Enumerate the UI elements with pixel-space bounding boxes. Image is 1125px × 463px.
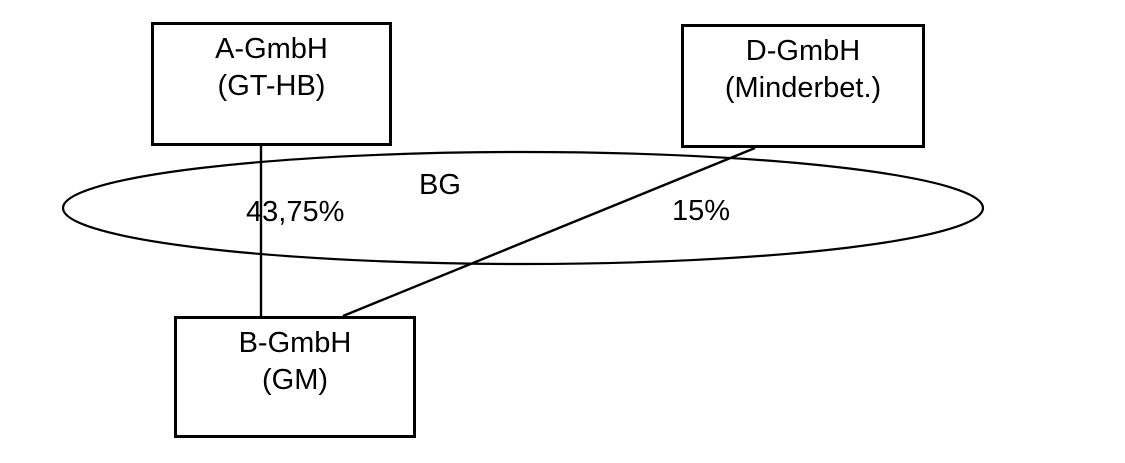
entity-role-a-gmbh: (GT-HB) <box>217 70 326 103</box>
share-label-d-to-b: 15% <box>672 195 731 227</box>
entity-name-a-gmbh: A-GmbH <box>215 33 328 65</box>
bg-group-ellipse <box>61 150 985 266</box>
entity-box-b-gmbh: B-GmbH (GM) <box>174 316 416 438</box>
share-label-a-to-b: 43,75% <box>246 196 345 228</box>
entity-role-d-gmbh: (Minderbet.) <box>724 72 882 105</box>
entity-box-a-gmbh: A-GmbH (GT-HB) <box>151 22 392 146</box>
connector-d-to-b <box>342 146 756 318</box>
entity-role-b-gmbh: (GM) <box>261 364 329 397</box>
group-label-bg: BG <box>419 169 461 201</box>
entity-box-d-gmbh: D-GmbH (Minderbet.) <box>681 24 925 148</box>
entity-name-b-gmbh: B-GmbH <box>238 327 352 359</box>
entity-name-d-gmbh: D-GmbH <box>745 35 861 67</box>
